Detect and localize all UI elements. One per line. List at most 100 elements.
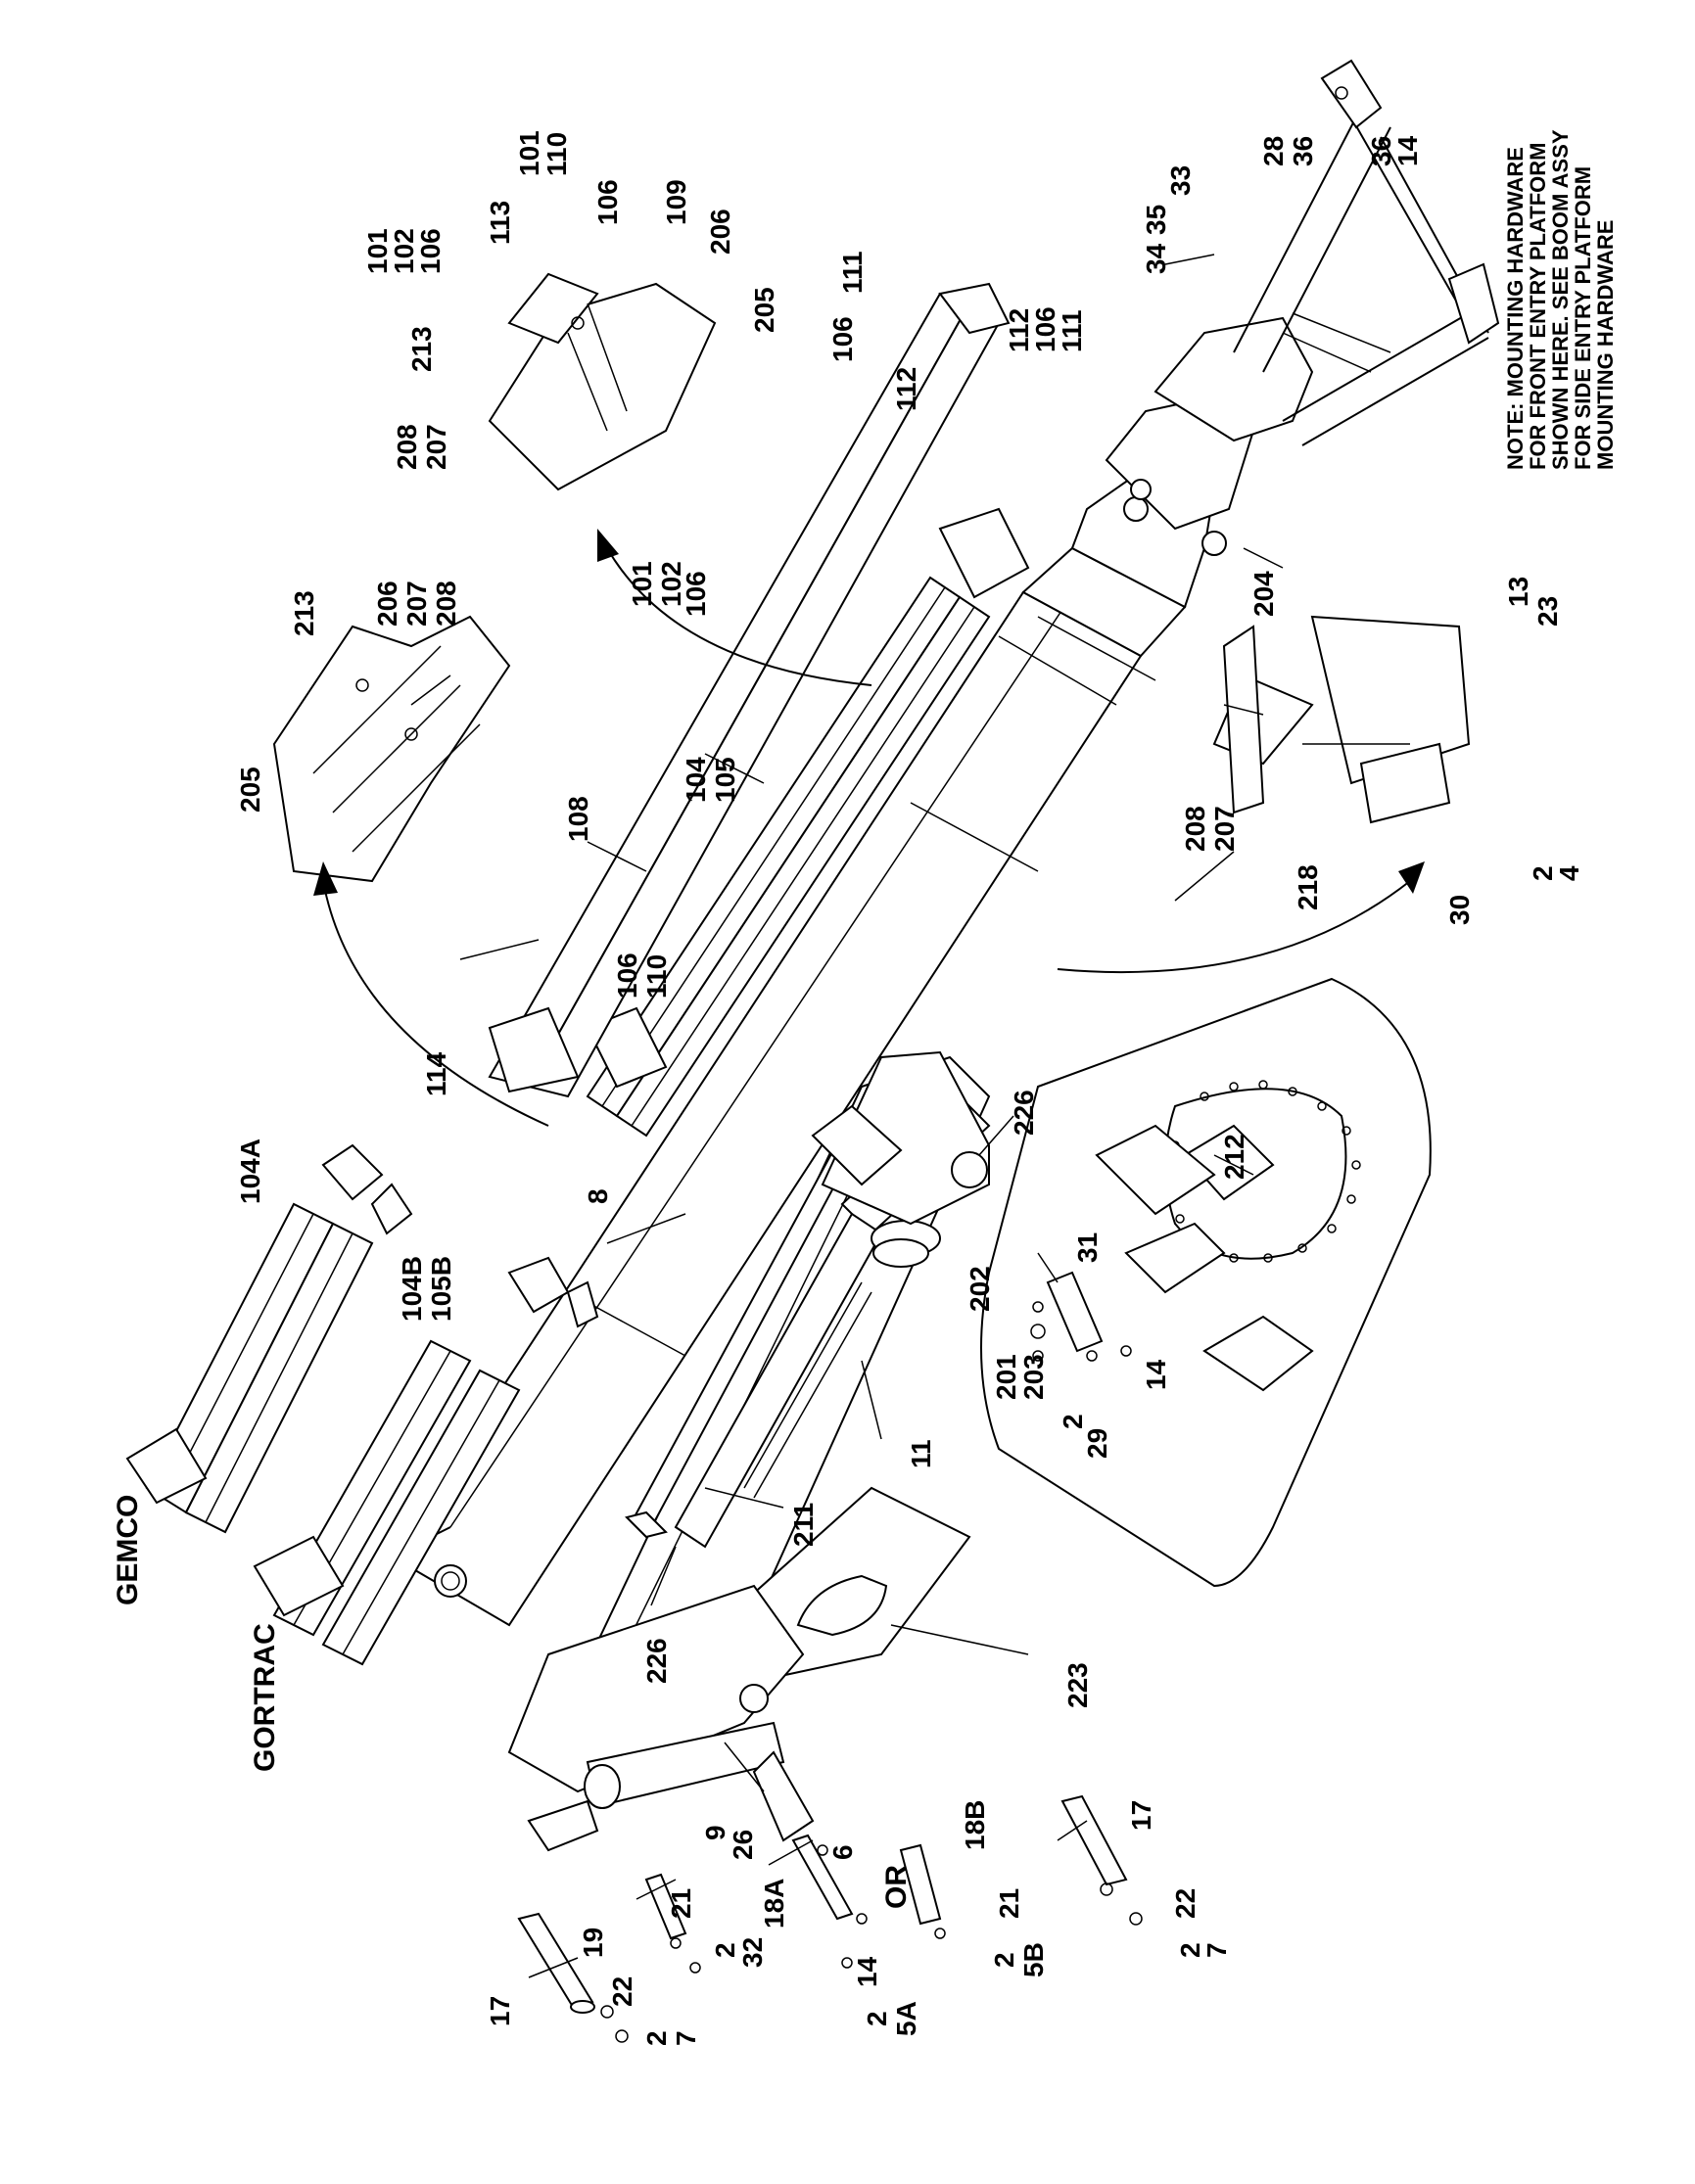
callout-109: 109: [661, 179, 691, 225]
callout-23: 23: [1532, 596, 1563, 627]
callout-2: 2: [1175, 1942, 1205, 1958]
callout-34: 34: [1141, 243, 1171, 274]
callout-2: 2: [641, 2030, 672, 2046]
callout-21: 21: [994, 1888, 1024, 1919]
callout-17: 17: [485, 1996, 515, 2026]
callout-33: 33: [1165, 165, 1196, 196]
callout-26: 26: [728, 1830, 758, 1860]
base-link: [507, 1584, 805, 1852]
callout-218: 218: [1293, 864, 1323, 910]
callout-106: 106: [681, 571, 711, 617]
upper-pivot-bracket: [811, 1050, 990, 1226]
label-or: OR: [880, 1865, 913, 1909]
callout-28: 28: [1258, 136, 1289, 166]
callout-2: 2: [710, 1942, 740, 1958]
turntable: [980, 977, 1432, 1588]
curved-arrow-gemco-to-upper: [313, 861, 549, 1127]
callout-29: 29: [1082, 1428, 1112, 1459]
callout-9: 9: [700, 1825, 730, 1840]
callout-223: 223: [1062, 1662, 1093, 1708]
callout-213: 213: [406, 326, 437, 372]
callout-4: 4: [1554, 865, 1584, 881]
callout-111: 111: [837, 251, 868, 294]
mounting-frame: [1154, 59, 1500, 446]
curved-arrow-boom-to-platform: [1057, 861, 1425, 974]
small-hardware: [600, 1301, 1143, 2043]
callout-101: 101: [514, 130, 544, 176]
mounting-hardware-note: NOTE: MOUNTING HARDWARE FOR FRONT ENTRY …: [1503, 129, 1618, 470]
callout-22: 22: [607, 1976, 637, 2007]
callout-7: 7: [671, 2030, 701, 2046]
callout-112: 112: [1004, 308, 1034, 352]
callout-101: 101: [362, 228, 393, 274]
callout-226: 226: [1009, 1090, 1039, 1136]
callout-106: 106: [592, 179, 623, 225]
callout-211: 211: [788, 1503, 819, 1547]
callout-105b: 105B: [426, 1256, 456, 1322]
callout-205: 205: [235, 767, 265, 813]
callout-101: 101: [627, 561, 657, 607]
label-gortrac: GORTRAC: [249, 1623, 281, 1772]
callout-19: 19: [578, 1928, 608, 1958]
bracket-detail-top: [488, 272, 717, 491]
callout-110: 110: [641, 954, 672, 999]
callout-14: 14: [1392, 135, 1423, 166]
callout-7: 7: [1201, 1942, 1232, 1958]
callout-105: 105: [710, 757, 740, 803]
callout-213: 213: [289, 590, 319, 636]
upper-cable-track-detail: [272, 615, 511, 883]
callout-17: 17: [1126, 1800, 1156, 1831]
callout-35: 35: [1141, 205, 1171, 235]
pins: [517, 1271, 1128, 2014]
callout-104a: 104A: [235, 1138, 265, 1204]
callout-207: 207: [401, 581, 432, 627]
callout-5a: 5A: [891, 2001, 921, 2036]
callout-207: 207: [421, 424, 451, 470]
callout-110: 110: [541, 132, 572, 176]
callout-205: 205: [749, 287, 779, 333]
callout-206: 206: [705, 209, 735, 255]
callout-204: 204: [1248, 571, 1279, 617]
callout-108: 108: [563, 796, 593, 842]
label-gemco: GEMCO: [112, 1495, 144, 1605]
upper-channel-108: [488, 282, 1011, 1098]
gortrac-cable-track: [253, 1256, 599, 1666]
callout-14: 14: [1141, 1359, 1171, 1390]
platform-mount: [1212, 615, 1471, 824]
callout-102: 102: [656, 561, 686, 607]
callout-104b: 104B: [397, 1256, 427, 1322]
note-line-1: NOTE: MOUNTING HARDWARE: [1503, 147, 1528, 470]
note-line-2: FOR FRONT ENTRY PLATFORM: [1526, 143, 1550, 470]
callout-207: 207: [1209, 806, 1240, 852]
callout-203: 203: [1018, 1354, 1049, 1400]
callout-13: 13: [1503, 577, 1533, 607]
callout-208: 208: [392, 424, 422, 470]
callout-36: 36: [1288, 136, 1318, 166]
main-boom: [390, 546, 1187, 1627]
callout-102: 102: [389, 228, 419, 274]
leader-lines: [410, 254, 1284, 1978]
callout-226: 226: [641, 1638, 672, 1684]
callout-22: 22: [1170, 1888, 1201, 1919]
note-line-3: SHOWN HERE. SEE BOOM ASSY: [1548, 129, 1573, 470]
callout-106: 106: [415, 228, 446, 274]
callout-36: 36: [1366, 136, 1396, 166]
callout-202: 202: [965, 1266, 995, 1312]
callout-18a: 18A: [759, 1879, 789, 1928]
callout-111: 111: [1057, 309, 1087, 352]
callout-31: 31: [1072, 1232, 1103, 1263]
note-line-4: FOR SIDE ENTRY PLATFORM: [1571, 166, 1595, 470]
callout-2: 2: [989, 1952, 1019, 1968]
callout-112: 112: [891, 367, 921, 411]
gemco-cable-track: [125, 1143, 413, 1534]
callout-30: 30: [1444, 895, 1475, 925]
callout-201: 201: [991, 1354, 1021, 1400]
leveling-cylinder: [584, 1721, 815, 1842]
callout-206: 206: [372, 581, 402, 627]
callout-106: 106: [827, 316, 858, 362]
callout-32: 32: [737, 1937, 768, 1968]
callout-114: 114: [421, 1051, 451, 1096]
callout-106: 106: [612, 953, 642, 999]
callout-2: 2: [1058, 1414, 1088, 1429]
